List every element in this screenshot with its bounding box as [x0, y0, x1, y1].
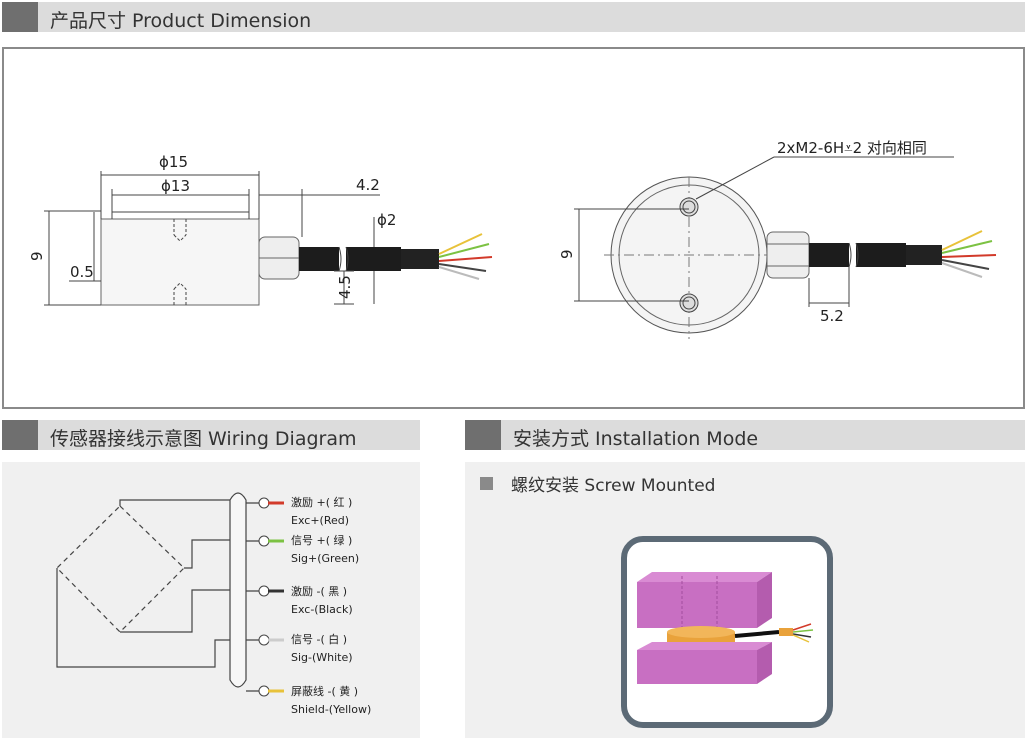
- dim-9-side: 9: [28, 251, 46, 261]
- wire-label-cn: 激励 -( 黑 ): [291, 584, 347, 598]
- dim-callout: 2xM2-6H⩡2 对向相同: [777, 139, 927, 157]
- wire-label-en: Sig+(Green): [291, 552, 359, 565]
- terminal-exc-minus: [258, 585, 270, 597]
- wire-label-cn: 激励 +( 红 ): [291, 495, 352, 509]
- wiring-diagram: 激励 +( 红 ) Exc+(Red) 信号 +( 绿 ) Sig+(Green…: [56, 492, 371, 716]
- header-marker: [2, 420, 38, 450]
- terminal-sig-minus: [258, 634, 270, 646]
- install-illustration: [637, 572, 814, 684]
- wire-label-cn: 信号 -( 白 ): [291, 632, 347, 646]
- dim-4-5: 4.5: [336, 275, 354, 299]
- dim-4-2: 4.2: [356, 176, 380, 194]
- wiring-panel: 激励 +( 红 ) Exc+(Red) 信号 +( 绿 ) Sig+(Green…: [2, 462, 420, 738]
- cable-top: [809, 243, 849, 267]
- dim-0-5: 0.5: [70, 263, 94, 281]
- install-panel: 螺纹安装 Screw Mounted: [465, 462, 1025, 738]
- cable-nut-top: [766, 231, 810, 279]
- side-view: [44, 171, 493, 306]
- section-title: 安装方式 Installation Mode: [513, 428, 759, 450]
- sensor-body: [100, 218, 260, 306]
- terminal-shield: [258, 685, 270, 697]
- wire-label-en: Exc-(Black): [291, 603, 353, 616]
- dim-d2: ϕ2: [377, 211, 396, 229]
- dimension-drawing: ϕ15 ϕ13 4.2 ϕ2 9 0.5 4.5: [28, 139, 997, 339]
- section-title: 传感器接线示意图 Wiring Diagram: [50, 428, 357, 450]
- section-header-install: 安装方式 Installation Mode: [465, 420, 1025, 450]
- top-view: [574, 156, 997, 339]
- bullet-square: [480, 477, 493, 490]
- header-marker: [465, 420, 501, 450]
- wire-label-en: Sig-(White): [291, 651, 353, 664]
- section-header-dimension: 产品尺寸 Product Dimension: [2, 2, 1025, 32]
- dim-d13: ϕ13: [161, 177, 190, 195]
- wire-terminals: [258, 497, 284, 697]
- dim-9-top: 9: [558, 249, 576, 259]
- dim-5-2: 5.2: [820, 307, 844, 325]
- bridge-diamond: [56, 505, 185, 633]
- dim-d15: ϕ15: [159, 153, 188, 171]
- wire-label-en: Exc+(Red): [291, 514, 349, 527]
- wire-label-cn: 信号 +( 绿 ): [291, 533, 352, 547]
- terminal-sig-plus: [258, 535, 270, 547]
- cable: [299, 247, 339, 271]
- wire-label-cn: 屏蔽线 -( 黄 ): [291, 684, 358, 698]
- install-image-frame: [621, 536, 833, 728]
- wire-label-en: Shield-(Yellow): [291, 703, 371, 716]
- section-title: 产品尺寸 Product Dimension: [50, 10, 312, 32]
- install-mode-label: 螺纹安装 Screw Mounted: [511, 476, 716, 496]
- section-header-wiring: 传感器接线示意图 Wiring Diagram: [2, 420, 420, 450]
- connector-bus: [229, 492, 247, 688]
- header-marker: [2, 2, 38, 32]
- terminal-exc-plus: [258, 497, 270, 509]
- dimension-panel: ϕ15 ϕ13 4.2 ϕ2 9 0.5 4.5: [2, 47, 1025, 409]
